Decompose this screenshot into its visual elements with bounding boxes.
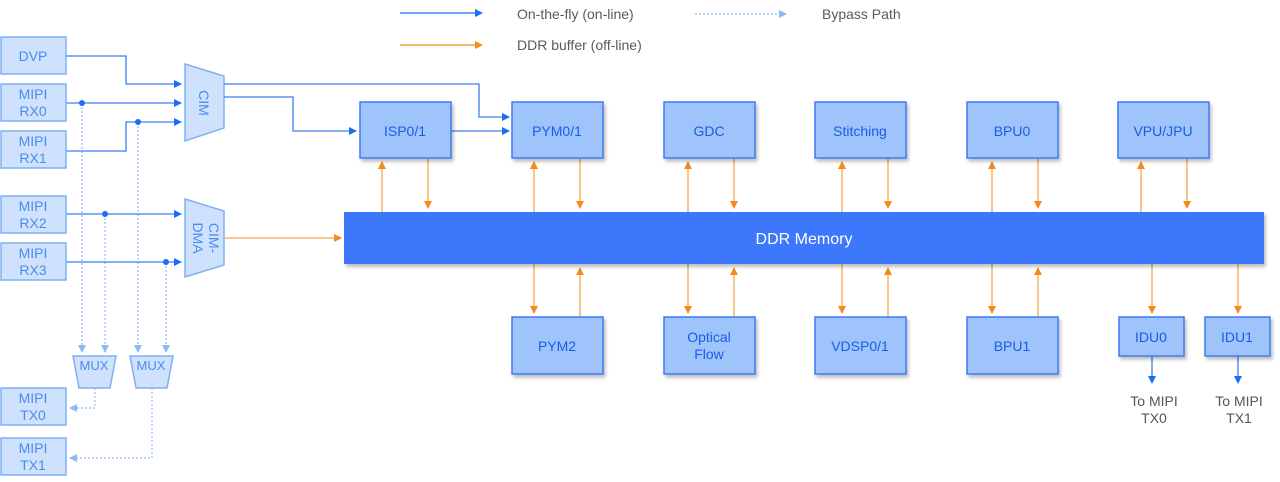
svg-text:TX0: TX0 (1141, 410, 1167, 426)
ddr-bottom-connections (530, 264, 1242, 384)
ddr-memory: DDR Memory (344, 212, 1264, 264)
svg-text:Optical: Optical (687, 329, 731, 345)
legend: On-the-fly (on-line) DDR buffer (off-lin… (400, 6, 901, 53)
junction-dot (79, 100, 85, 106)
svg-text:Stitching: Stitching (833, 123, 887, 139)
svg-text:RX3: RX3 (19, 262, 46, 278)
svg-text:CIM: CIM (196, 90, 212, 116)
block-idu1: IDU1 (1204, 316, 1271, 357)
svg-text:PYM0/1: PYM0/1 (532, 123, 582, 139)
svg-text:BPU0: BPU0 (994, 123, 1031, 139)
svg-text:DDR Memory: DDR Memory (756, 231, 853, 248)
block-pym01: PYM0/1 (511, 101, 604, 159)
legend-on-the-fly-label: On-the-fly (on-line) (517, 6, 634, 22)
input-mipi-rx1: MIPI RX1 (0, 130, 67, 169)
svg-text:MUX: MUX (137, 358, 166, 373)
svg-text:MIPI: MIPI (19, 245, 48, 261)
svg-text:MIPI: MIPI (19, 86, 48, 102)
input-connections (66, 55, 182, 266)
svg-text:RX1: RX1 (19, 150, 46, 166)
junction-dot (102, 211, 108, 217)
block-bpu0: BPU0 (966, 101, 1059, 159)
svg-text:PYM2: PYM2 (538, 338, 576, 354)
output-mipi-tx0: MIPI TX0 (0, 387, 67, 426)
block-gdc: GDC (663, 101, 756, 159)
svg-text:To MIPI: To MIPI (1130, 393, 1177, 409)
svg-text:MIPI: MIPI (19, 133, 48, 149)
svg-text:Flow: Flow (694, 346, 724, 362)
svg-text:GDC: GDC (693, 123, 724, 139)
svg-text:TX0: TX0 (20, 407, 46, 423)
block-bpu1: BPU1 (966, 316, 1059, 375)
svg-text:MIPI: MIPI (19, 390, 48, 406)
idu0-output-label: To MIPI TX0 (1130, 393, 1177, 426)
block-isp: ISP0/1 (359, 101, 452, 159)
cim-block: CIM (184, 62, 225, 143)
cim-dma-block: CIM- DMA (184, 197, 225, 279)
svg-text:IDU0: IDU0 (1135, 329, 1167, 345)
svg-text:ISP0/1: ISP0/1 (384, 123, 426, 139)
input-mipi-rx2: MIPI RX2 (0, 195, 67, 234)
input-dvp: DVP (0, 36, 67, 75)
legend-bypass-label: Bypass Path (822, 6, 901, 22)
block-vdsp: VDSP0/1 (814, 316, 907, 375)
mux-1: MUX (129, 355, 174, 389)
svg-text:BPU1: BPU1 (994, 338, 1031, 354)
svg-text:To MIPI: To MIPI (1215, 393, 1262, 409)
bypass-paths (69, 103, 170, 462)
cim-outputs (224, 83, 510, 242)
ddr-top-connections (378, 158, 1191, 212)
block-pym2: PYM2 (511, 316, 604, 375)
svg-text:MIPI: MIPI (19, 440, 48, 456)
svg-text:TX1: TX1 (20, 457, 46, 473)
junction-dot (163, 259, 169, 265)
svg-text:TX1: TX1 (1226, 410, 1252, 426)
svg-text:DVP: DVP (19, 48, 48, 64)
svg-text:RX2: RX2 (19, 215, 46, 231)
svg-text:VPU/JPU: VPU/JPU (1133, 123, 1192, 139)
block-stitching: Stitching (814, 101, 907, 159)
svg-text:IDU1: IDU1 (1221, 329, 1253, 345)
legend-ddr-buffer-label: DDR buffer (off-line) (517, 37, 642, 53)
svg-text:DMA: DMA (190, 222, 206, 254)
input-mipi-rx3: MIPI RX3 (0, 242, 67, 281)
svg-text:VDSP0/1: VDSP0/1 (831, 338, 889, 354)
input-mipi-rx0: MIPI RX0 (0, 83, 67, 122)
svg-text:MUX: MUX (80, 358, 109, 373)
svg-text:RX0: RX0 (19, 103, 46, 119)
block-optical-flow: Optical Flow (663, 316, 756, 375)
junction-dot (135, 119, 141, 125)
block-vpu-jpu: VPU/JPU (1117, 101, 1210, 159)
svg-text:MIPI: MIPI (19, 198, 48, 214)
idu1-output-label: To MIPI TX1 (1215, 393, 1262, 426)
svg-text:CIM-: CIM- (206, 223, 222, 254)
block-idu0: IDU0 (1118, 316, 1185, 357)
mux-0: MUX (72, 355, 117, 389)
output-mipi-tx1: MIPI TX1 (0, 437, 67, 476)
